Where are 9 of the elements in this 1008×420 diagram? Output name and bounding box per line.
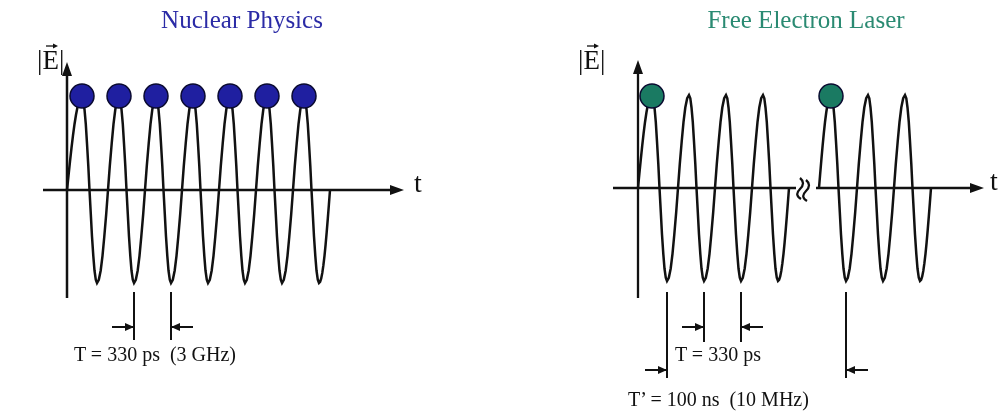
- period-label: T = 330 ps: [675, 343, 761, 365]
- panel-title: Free Electron Laser: [707, 6, 905, 34]
- axis-label: |E|: [37, 46, 65, 76]
- axis-label: t: [990, 166, 998, 197]
- period-label: T = 330 ps (3 GHz): [74, 343, 236, 365]
- panel-title: Nuclear Physics: [161, 6, 323, 34]
- period-label: T’ = 100 ns (10 MHz): [628, 388, 809, 410]
- axis-label: t: [414, 168, 422, 199]
- axis-label: |E|: [578, 46, 606, 76]
